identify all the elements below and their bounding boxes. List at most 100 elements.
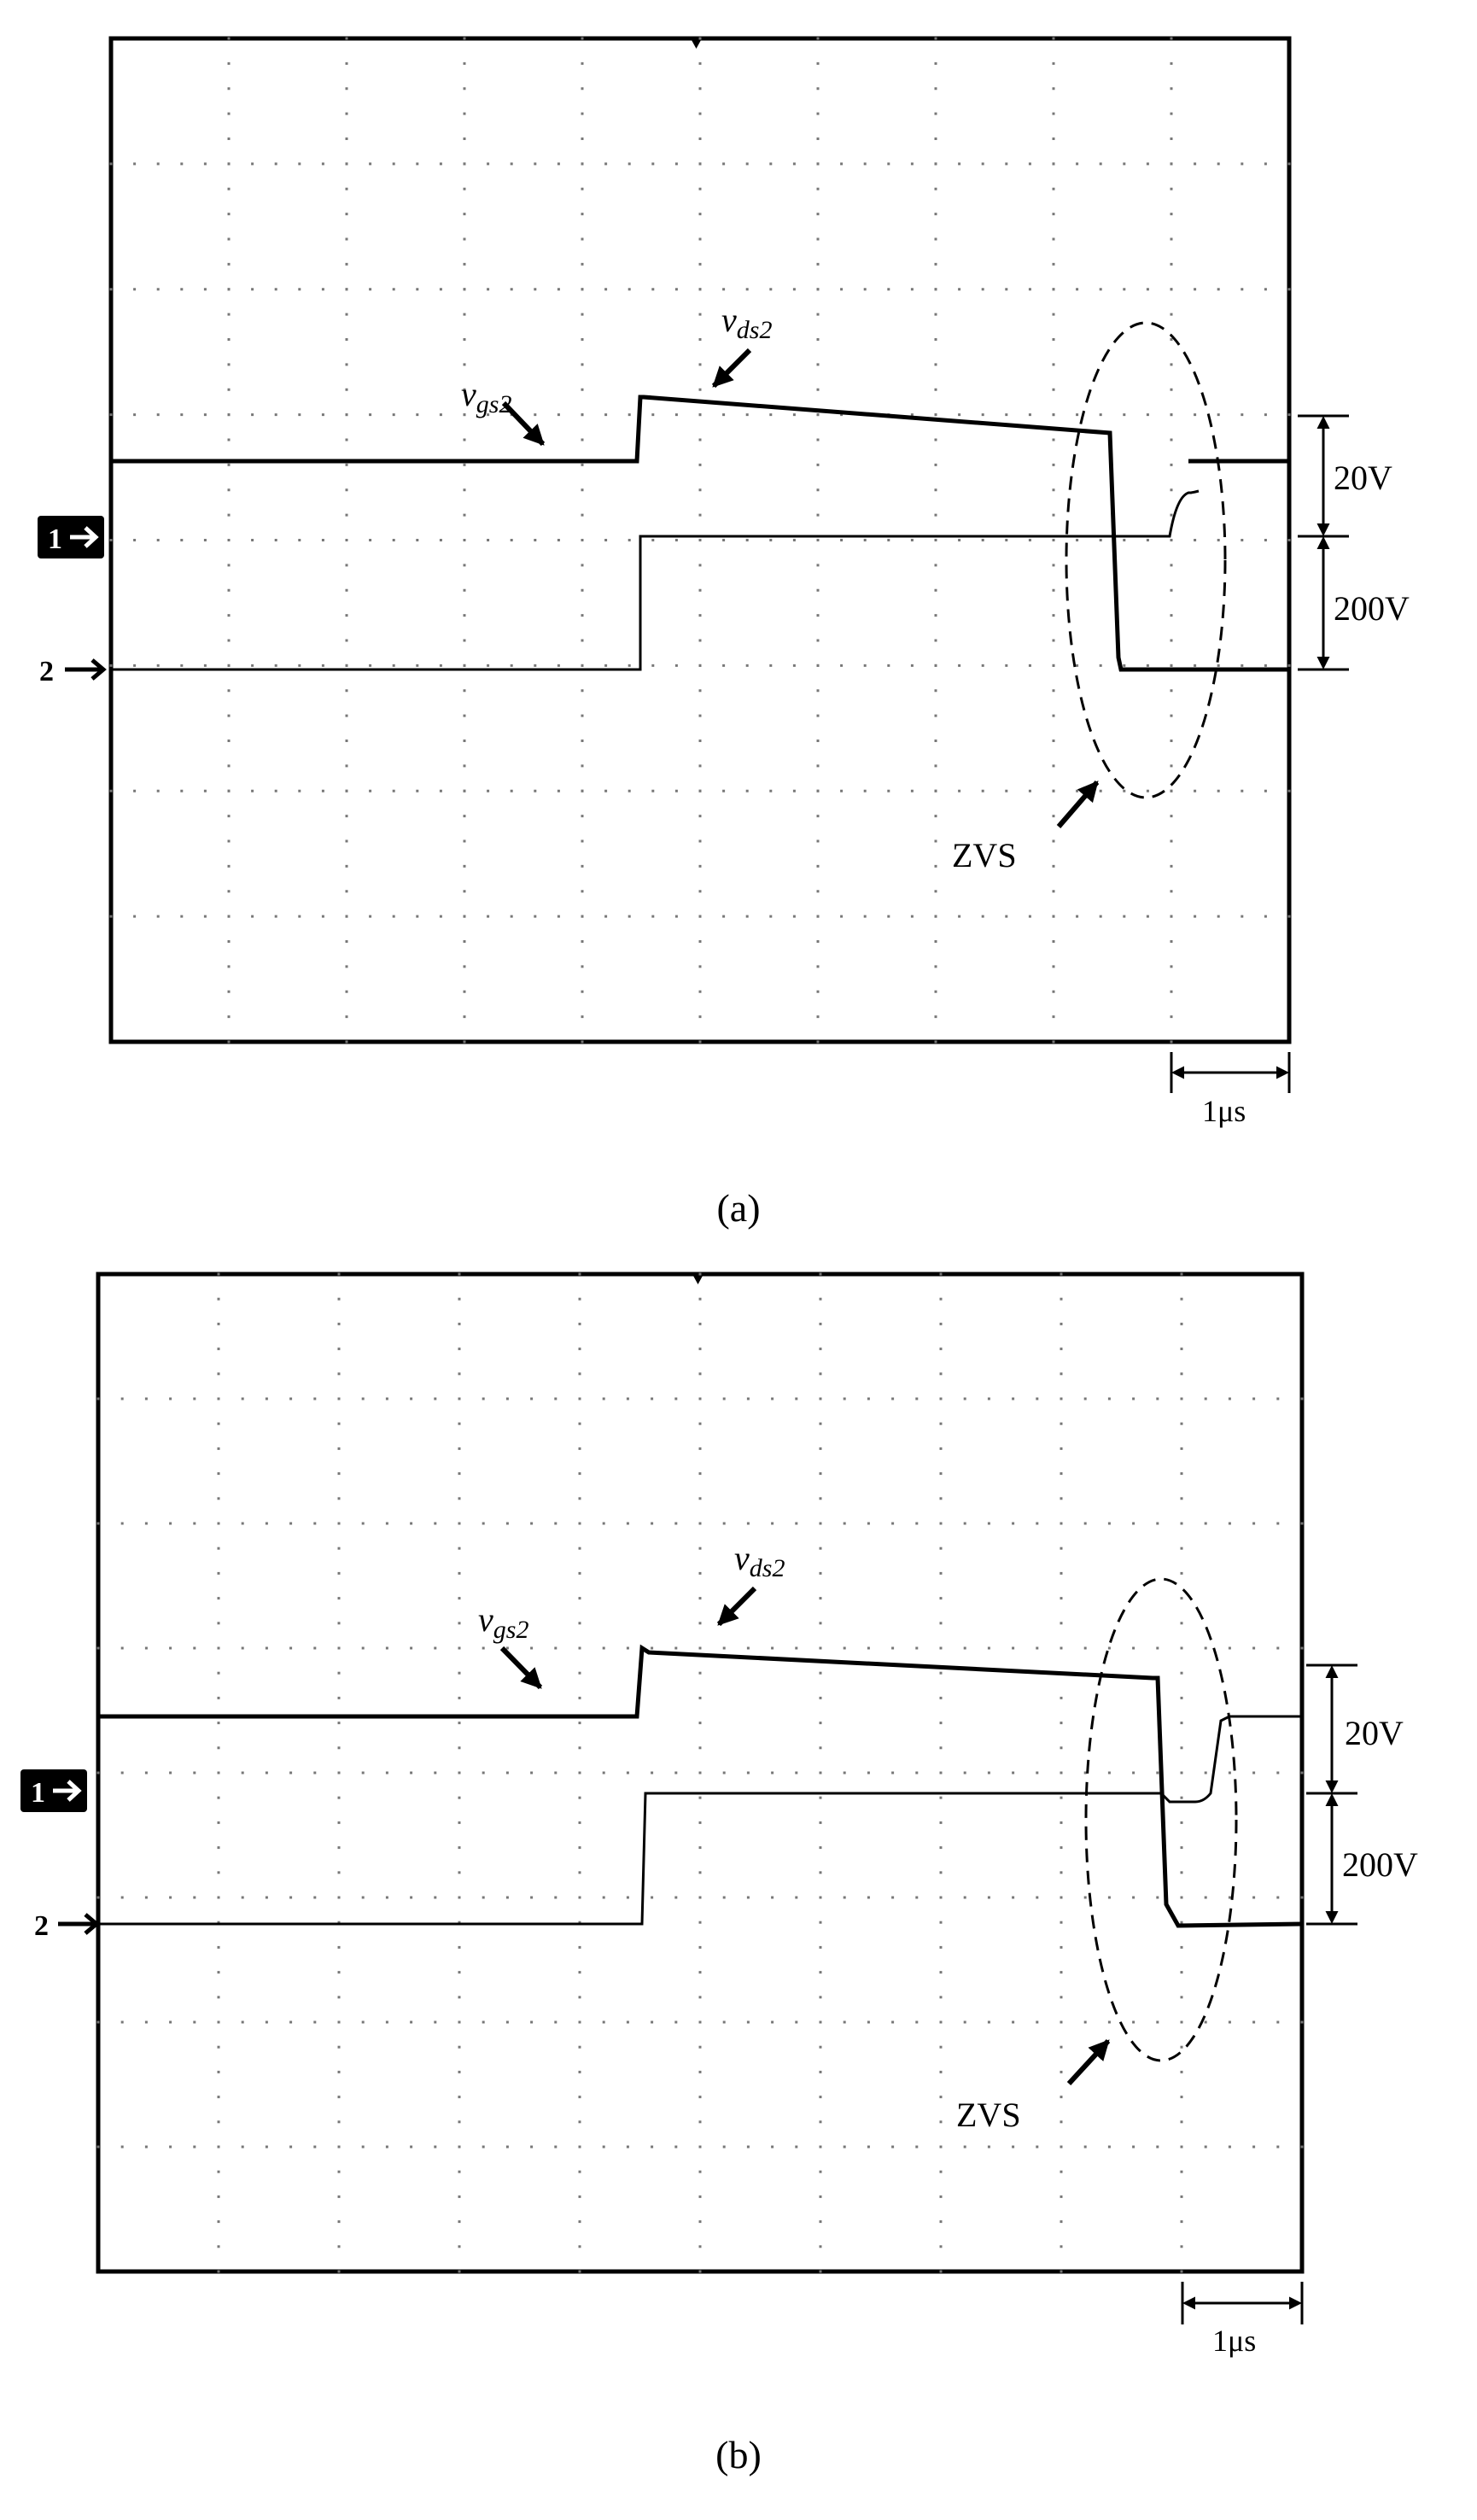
grid-dot bbox=[963, 2020, 966, 2024]
grid-dot bbox=[939, 1422, 943, 1425]
grid-dot bbox=[698, 2220, 702, 2224]
grid-dot bbox=[557, 915, 560, 918]
grid-dot bbox=[289, 2145, 293, 2149]
grid-dot bbox=[463, 839, 466, 843]
grid-dot bbox=[458, 1971, 461, 1974]
grid-dot bbox=[1170, 1015, 1173, 1019]
grid-dot bbox=[1052, 363, 1055, 366]
grid-dot bbox=[934, 740, 937, 742]
grid-dot bbox=[604, 664, 608, 667]
grid-dot bbox=[505, 1646, 509, 1650]
grid-dot bbox=[109, 413, 113, 417]
grid-dot bbox=[463, 363, 466, 366]
grid-dot bbox=[819, 2045, 822, 2049]
grid-dot bbox=[698, 789, 702, 792]
grid-dot bbox=[651, 1646, 654, 1650]
grid-dot bbox=[819, 2170, 822, 2173]
grid-dot bbox=[345, 513, 348, 517]
grid-dot bbox=[698, 539, 702, 541]
grid-dot bbox=[1228, 1771, 1231, 1775]
grid-dot bbox=[1123, 413, 1126, 417]
grid-dot bbox=[217, 1497, 220, 1500]
grid-dot bbox=[463, 965, 466, 968]
grid-dot bbox=[1264, 288, 1267, 291]
grid-dot bbox=[463, 915, 466, 918]
grid-dot bbox=[698, 740, 702, 742]
grid-dot bbox=[698, 2195, 702, 2198]
grid-dot bbox=[1180, 1971, 1183, 1974]
grid-dot bbox=[1180, 2045, 1183, 2049]
grid-dot bbox=[458, 1497, 461, 1500]
grid-dot bbox=[1241, 915, 1244, 918]
grid-dot bbox=[581, 162, 584, 166]
grid-dot bbox=[1264, 162, 1267, 166]
grid-dot bbox=[1170, 839, 1173, 843]
grid-dot bbox=[274, 664, 277, 667]
grid-dot bbox=[463, 764, 466, 768]
grid-dot bbox=[698, 1571, 702, 1575]
grid-dot bbox=[581, 740, 584, 742]
grid-dot bbox=[604, 915, 608, 918]
grid-dot bbox=[227, 864, 231, 868]
grid-dot bbox=[1005, 413, 1008, 417]
grid-dot bbox=[934, 614, 937, 617]
grid-dot bbox=[816, 37, 820, 40]
grid-dot bbox=[1060, 1996, 1063, 1999]
grid-dot bbox=[1107, 1522, 1111, 1525]
grid-dot bbox=[337, 1272, 341, 1276]
grid-dot bbox=[482, 1522, 485, 1525]
grid-dot bbox=[578, 1372, 581, 1376]
grid-dot bbox=[674, 2145, 678, 2149]
panel-b: vgs2 vds2 ZVS 1 2 20V bbox=[20, 1272, 1418, 2476]
grid-dot bbox=[1170, 614, 1173, 617]
grid-dot bbox=[1083, 1896, 1087, 1899]
grid-dot bbox=[939, 1696, 943, 1699]
grid-dot bbox=[698, 1447, 702, 1450]
grid-dot bbox=[939, 1372, 943, 1376]
grid-dot bbox=[1156, 2020, 1159, 2024]
grid-dot bbox=[345, 789, 348, 792]
trace-vds2-b bbox=[98, 1644, 1303, 1928]
grid-dot bbox=[939, 2070, 943, 2073]
grid-dot bbox=[891, 1896, 895, 1899]
grid-dot bbox=[251, 288, 254, 291]
grid-dot bbox=[385, 1771, 388, 1775]
grid-dot bbox=[1276, 2145, 1280, 2149]
grid-dot bbox=[1180, 1771, 1183, 1775]
grid-dot bbox=[939, 1546, 943, 1550]
grid-dot bbox=[1060, 2170, 1063, 2173]
grid-dot bbox=[792, 664, 796, 667]
grid-dot bbox=[1123, 539, 1126, 541]
grid-dot bbox=[698, 262, 702, 266]
grid-dot bbox=[530, 2020, 534, 2024]
grid-dot bbox=[265, 1896, 268, 1899]
grid-dot bbox=[698, 2170, 702, 2173]
grid-dot bbox=[819, 2070, 822, 2073]
grid-dot bbox=[1060, 1945, 1063, 1949]
grid-dot bbox=[1228, 2145, 1231, 2149]
grid-dot bbox=[769, 162, 773, 166]
grid-dot bbox=[698, 37, 702, 40]
grid-dot bbox=[1123, 915, 1126, 918]
grid-dot bbox=[227, 564, 231, 567]
grid-dot bbox=[1204, 1522, 1207, 1525]
grid-dot bbox=[934, 539, 937, 541]
grid-dot bbox=[819, 1422, 822, 1425]
grid-dot bbox=[698, 237, 702, 241]
grid-dot bbox=[227, 363, 231, 366]
grid-dot bbox=[1036, 1771, 1039, 1775]
grid-dot bbox=[1228, 2020, 1231, 2024]
grid-dot bbox=[180, 162, 184, 166]
grid-dot bbox=[463, 513, 466, 517]
grid-dot bbox=[416, 288, 419, 291]
grid-dot bbox=[934, 789, 937, 792]
grid-dot bbox=[345, 890, 348, 893]
grid-dot bbox=[557, 162, 560, 166]
grid-dot bbox=[337, 2020, 341, 2024]
grid-dot bbox=[109, 162, 113, 166]
grid-dot bbox=[1052, 288, 1055, 291]
grid-dot bbox=[1060, 1397, 1063, 1400]
grid-dot bbox=[345, 940, 348, 943]
grid-dot bbox=[934, 237, 937, 241]
grid-dot bbox=[769, 539, 773, 541]
